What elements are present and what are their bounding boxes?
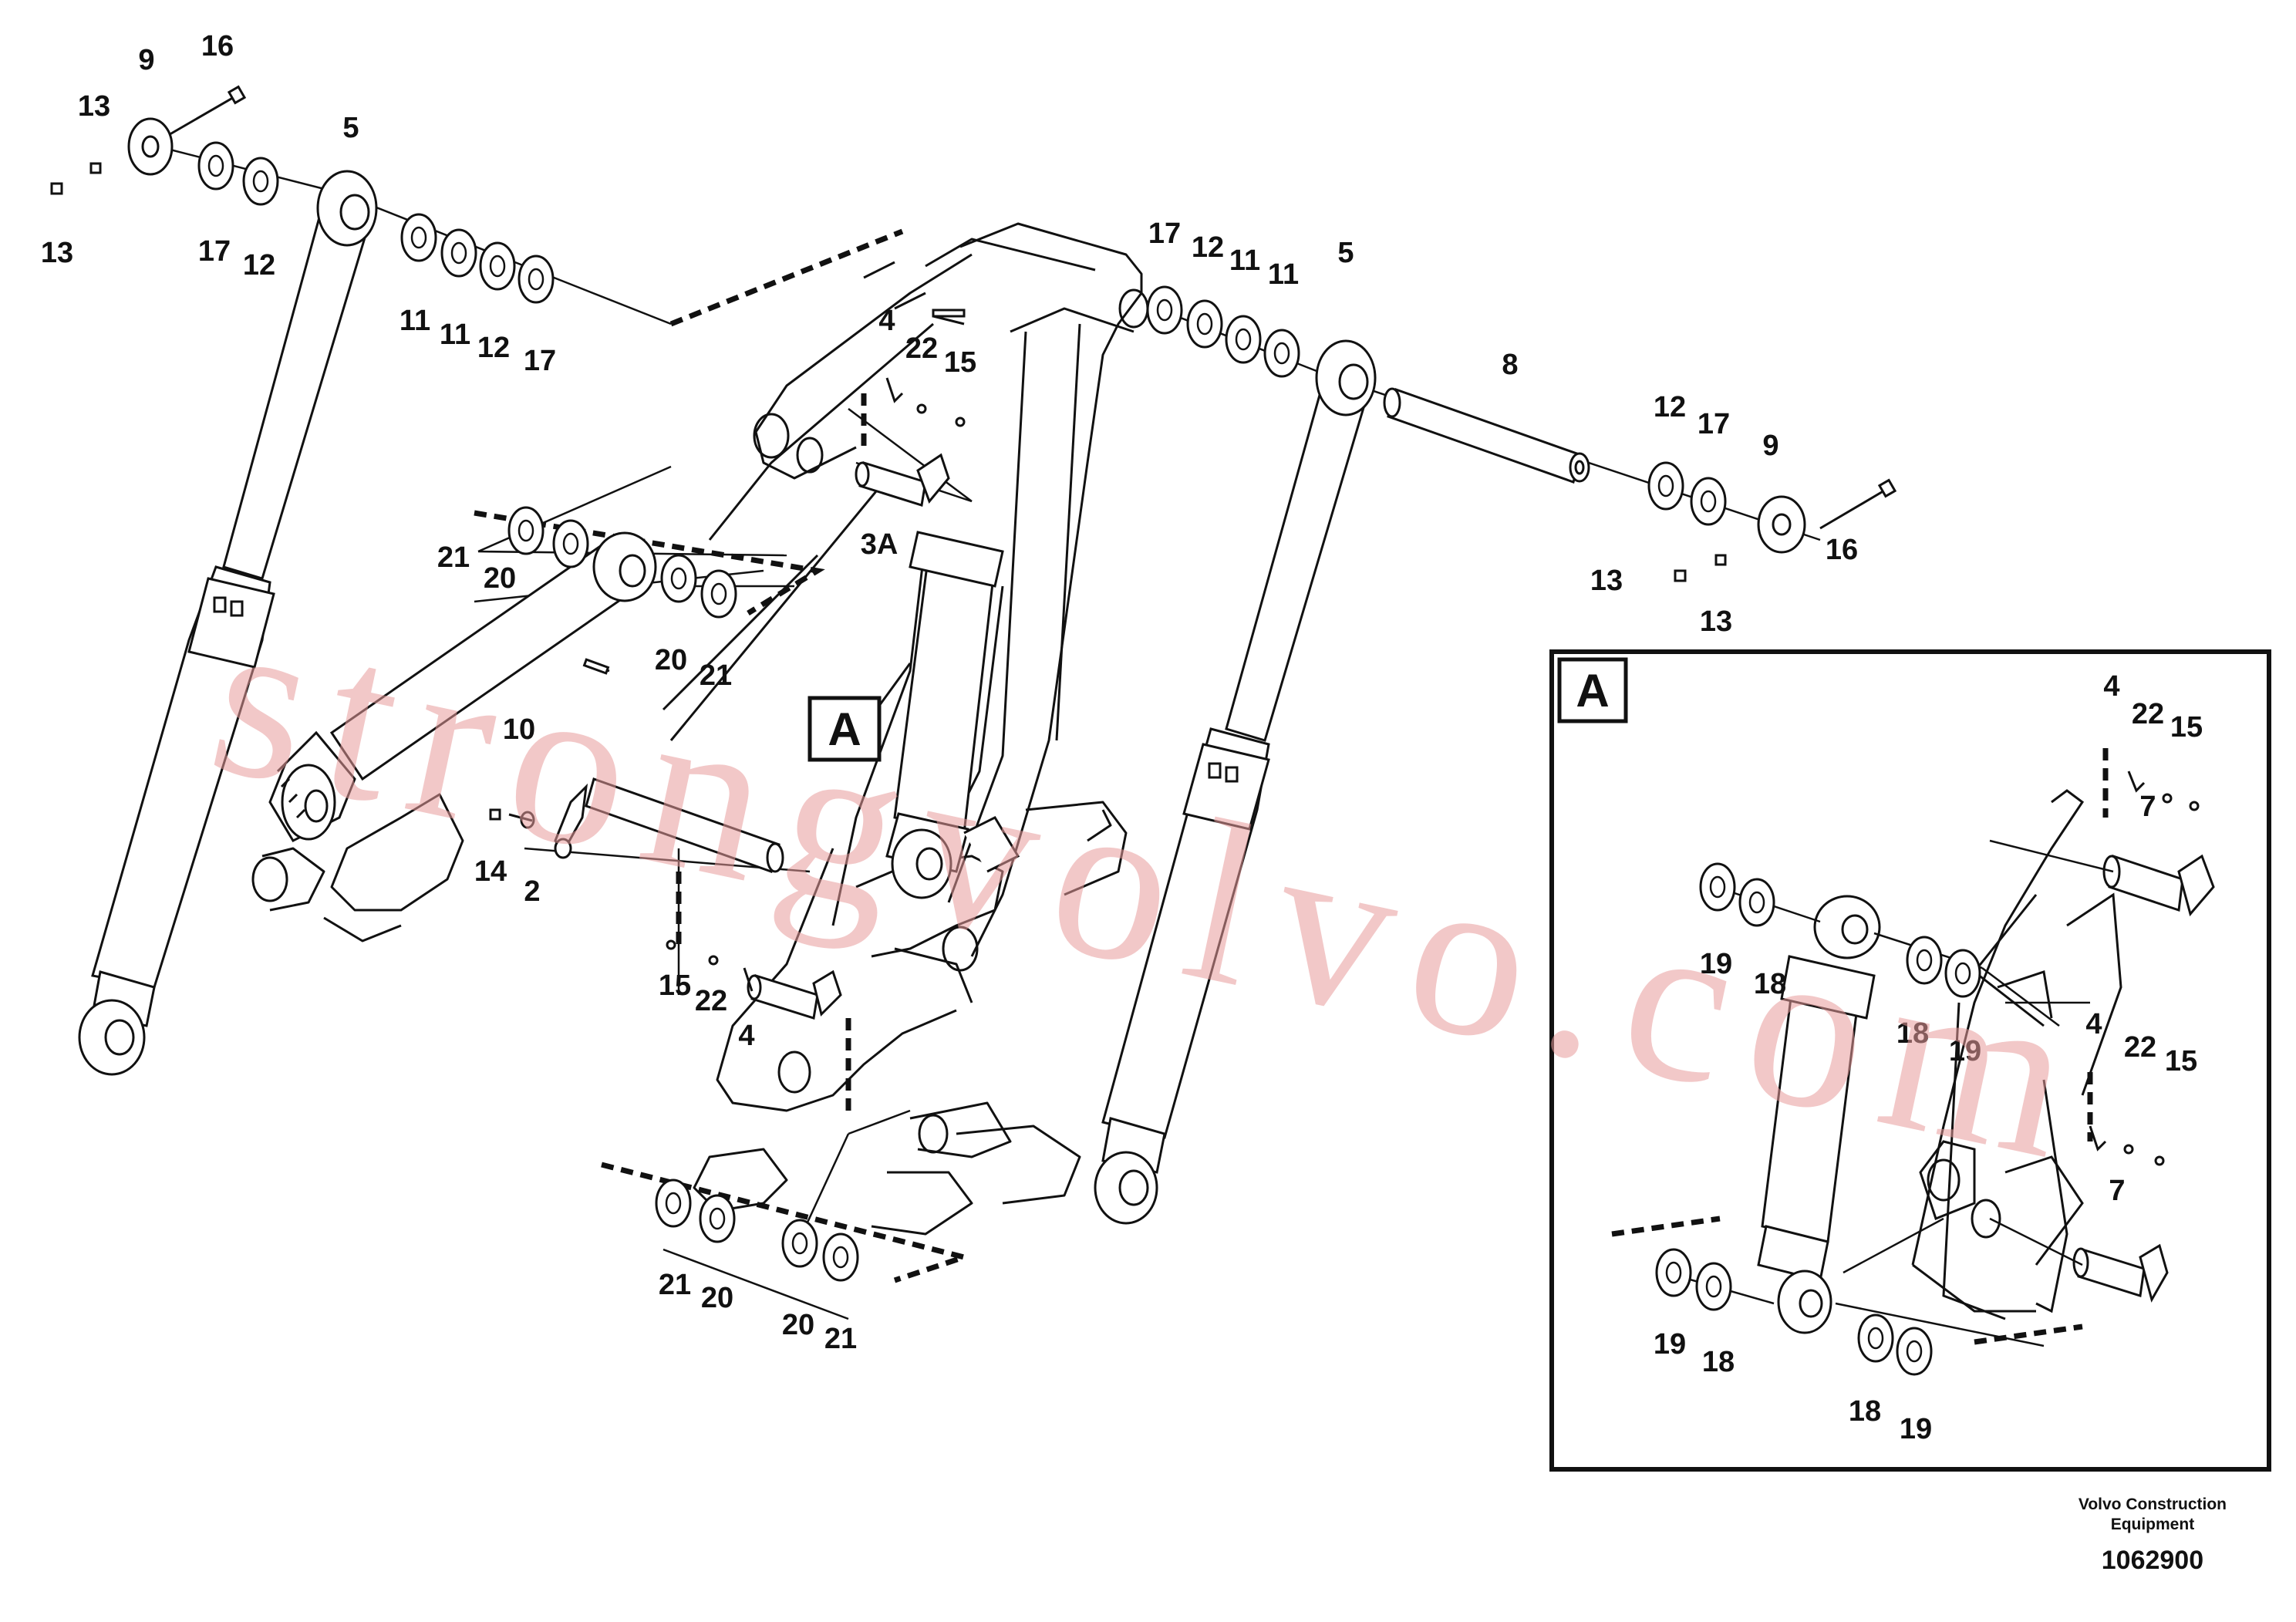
left-boom-cylinder [78, 170, 378, 1076]
label-14: 14 [474, 855, 507, 888]
cylinder-10 [268, 531, 657, 842]
label-21: 21 [824, 1323, 857, 1355]
inset-label-22: 22 [2132, 698, 2164, 730]
label-11: 11 [1268, 258, 1299, 291]
label-12: 12 [1192, 231, 1224, 264]
label-20: 20 [484, 562, 516, 595]
detail-inset: A [1549, 649, 2271, 1472]
label-21: 21 [659, 1269, 691, 1301]
label-21: 21 [437, 541, 470, 574]
hardware [50, 85, 1897, 992]
label-20: 20 [701, 1282, 733, 1314]
inset-label-18: 18 [1754, 968, 1786, 1000]
center-cylinder [885, 531, 1020, 899]
footer: Volvo Construction Equipment 1062900 [2079, 1495, 2227, 1576]
inset-cylinder [1757, 895, 1881, 1334]
inset-label-18: 18 [1849, 1395, 1881, 1428]
label-5: 5 [342, 112, 359, 144]
label-12: 12 [477, 332, 510, 364]
label-9: 9 [1762, 430, 1778, 462]
pin-8 [1383, 387, 1590, 484]
label-11: 11 [400, 305, 430, 337]
inset-label-4: 4 [2103, 670, 2119, 703]
label-17: 17 [198, 235, 231, 268]
label-21: 21 [700, 659, 732, 692]
inset-label-15: 15 [2165, 1045, 2197, 1077]
label-22: 22 [905, 332, 938, 365]
right-boom-cylinder [1094, 339, 1377, 1225]
label-4: 4 [878, 305, 895, 337]
label-13: 13 [78, 90, 110, 123]
inset-dashed-brackets [1611, 748, 2109, 1345]
label-8: 8 [1502, 349, 1518, 381]
label-16: 16 [1826, 534, 1858, 566]
label-3a: 3A [861, 528, 899, 561]
label-5: 5 [1337, 237, 1354, 269]
label-11: 11 [440, 319, 470, 351]
label-13: 13 [1590, 565, 1623, 597]
inset-label-7: 7 [2139, 791, 2156, 823]
inset-label-4: 4 [2085, 1008, 2102, 1040]
inset-label-15: 15 [2170, 711, 2203, 744]
part-labels: 9 16 13 13 17 12 5 11 11 12 17 17 12 11 … [41, 30, 2203, 1445]
part-number: 1062900 [2101, 1546, 2204, 1575]
brand-line-2: Equipment [2110, 1516, 2195, 1533]
label-20: 20 [782, 1309, 814, 1341]
label-12: 12 [243, 249, 275, 282]
label-4: 4 [738, 1020, 754, 1052]
detail-inset-letter: A [1576, 665, 1609, 717]
inset-label-22: 22 [2124, 1031, 2156, 1064]
pin-lower [747, 969, 842, 1020]
label-17: 17 [1698, 408, 1730, 440]
pin-3a [855, 453, 950, 507]
label-11: 11 [1229, 244, 1260, 277]
detail-callout-letter: A [828, 703, 861, 755]
label-10: 10 [503, 713, 535, 746]
inset-label-19: 19 [1900, 1413, 1932, 1445]
inset-frame [1911, 789, 2122, 1320]
label-16: 16 [201, 30, 234, 62]
label-15: 15 [944, 346, 976, 379]
label-12: 12 [1654, 391, 1686, 423]
label-15: 15 [659, 969, 691, 1002]
inset-label-18: 18 [1896, 1017, 1929, 1050]
label-20: 20 [655, 644, 687, 676]
label-2: 2 [524, 875, 540, 908]
inset-label-19: 19 [1949, 1035, 1981, 1067]
label-17: 17 [524, 345, 556, 377]
inset-label-19: 19 [1700, 948, 1732, 980]
label-22: 22 [695, 985, 727, 1017]
label-17: 17 [1148, 218, 1181, 250]
pin-2 [489, 777, 784, 873]
detail-callout: A [807, 663, 912, 762]
label-13: 13 [41, 237, 73, 269]
inset-label-18: 18 [1702, 1346, 1735, 1378]
label-13: 13 [1700, 605, 1732, 638]
inset-label-7: 7 [2109, 1175, 2125, 1207]
label-9: 9 [138, 44, 154, 76]
brand-line-1: Volvo Construction [2078, 1496, 2227, 1513]
inset-label-19: 19 [1654, 1328, 1686, 1361]
